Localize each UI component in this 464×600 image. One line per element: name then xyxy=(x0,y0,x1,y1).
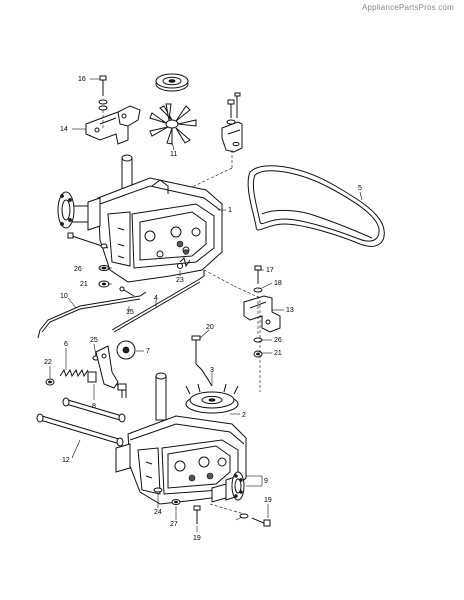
callout-27: 27 xyxy=(170,521,178,528)
callout-21-left: 21 xyxy=(80,281,88,288)
axle-rod-12[interactable] xyxy=(36,397,126,447)
leader-lines xyxy=(49,78,363,532)
mounting-bracket-13[interactable] xyxy=(243,295,281,333)
callout-labels: 1 2 3 4 5 6 7 8 9 10 11 12 13 14 15 16 1… xyxy=(44,76,362,542)
callout-25: 25 xyxy=(90,337,98,344)
bolt-long-upper[interactable] xyxy=(67,232,109,249)
callout-26-right: 26 xyxy=(274,337,282,344)
callout-2: 2 xyxy=(242,412,246,419)
control-rod-10[interactable] xyxy=(37,291,147,339)
washer-24[interactable] xyxy=(153,487,163,493)
callout-22: 22 xyxy=(44,359,52,366)
shift-rod-20[interactable] xyxy=(191,335,201,364)
spring-6[interactable] xyxy=(59,368,89,378)
callout-24: 24 xyxy=(154,509,162,516)
callout-18: 18 xyxy=(274,280,282,287)
bolt-19-lower-right[interactable] xyxy=(251,517,271,527)
nut-21-right[interactable] xyxy=(253,350,263,358)
callout-6: 6 xyxy=(64,341,68,348)
washer-26-right[interactable] xyxy=(253,337,263,343)
callout-23: 23 xyxy=(176,277,184,284)
friction-disc-7[interactable] xyxy=(116,340,136,360)
washer-27[interactable] xyxy=(171,499,181,505)
callout-12: 12 xyxy=(62,457,70,464)
bolt-17[interactable] xyxy=(254,265,262,284)
nut-22[interactable] xyxy=(45,378,55,386)
callout-7: 7 xyxy=(146,348,150,355)
callout-8: 8 xyxy=(92,403,96,410)
nut-21-left[interactable] xyxy=(98,280,110,288)
mounting-bracket-14[interactable] xyxy=(85,105,141,145)
callout-14: 14 xyxy=(60,126,68,133)
callout-13: 13 xyxy=(286,307,294,314)
callout-11: 11 xyxy=(170,151,177,158)
bolt-and-bracket-upper-right[interactable] xyxy=(189,92,243,189)
transaxle-upper[interactable] xyxy=(57,154,223,283)
rod-3[interactable] xyxy=(195,363,213,387)
pin-15[interactable] xyxy=(119,286,135,297)
callout-15: 15 xyxy=(126,309,134,316)
callout-20: 20 xyxy=(206,324,214,331)
callout-19-lower-left: 19 xyxy=(193,535,201,542)
callout-26-left: 26 xyxy=(74,266,82,273)
bolt-19-lower-left[interactable] xyxy=(193,505,201,524)
callout-21-right: 21 xyxy=(274,350,282,357)
transaxle-lower[interactable] xyxy=(115,372,247,505)
callout-17: 17 xyxy=(266,267,274,274)
cooling-fan[interactable] xyxy=(149,103,197,145)
callout-10: 10 xyxy=(60,293,68,300)
spring-clip-23[interactable] xyxy=(177,257,191,269)
pulley[interactable] xyxy=(155,73,189,92)
drive-belt[interactable] xyxy=(247,165,385,247)
callout-19-lower-right: 19 xyxy=(264,497,272,504)
callout-9: 9 xyxy=(264,478,268,485)
bolt-16[interactable] xyxy=(98,75,108,111)
washer-18[interactable] xyxy=(253,287,263,293)
callout-4: 4 xyxy=(154,295,158,302)
callout-3: 3 xyxy=(210,367,214,374)
callout-1: 1 xyxy=(228,207,232,214)
control-arm-8[interactable] xyxy=(87,345,127,398)
callout-5: 5 xyxy=(358,185,362,192)
callout-16: 16 xyxy=(78,76,86,83)
control-rod-4[interactable] xyxy=(111,270,205,333)
watermark-text: AppliancePartsPros.com xyxy=(362,3,454,12)
